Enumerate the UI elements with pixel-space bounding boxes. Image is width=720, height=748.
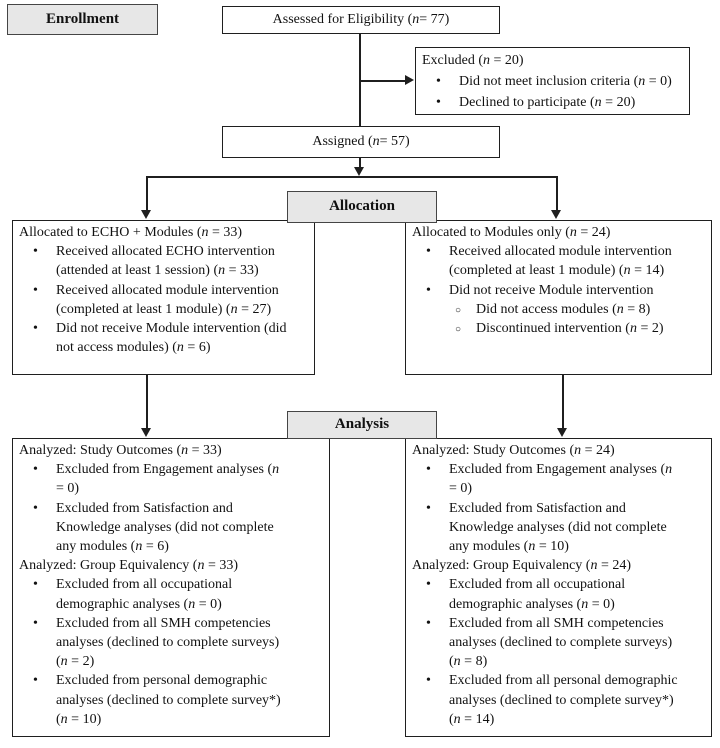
analysis-right-item: Excluded from Satisfaction and Knowledge… <box>411 499 707 557</box>
analysis-left-item: Excluded from all SMH competencies analy… <box>18 614 325 672</box>
allocation-left-item: Did not receive Module intervention (did… <box>18 319 310 357</box>
arrowhead-down-icon <box>354 167 364 176</box>
analysis-right-section-title: Analyzed: Group Equivalency (n = 24) <box>412 558 632 574</box>
analysis-left-box: Analyzed: Study Outcomes (n = 33) Exclud… <box>12 438 330 737</box>
analysis-right-item: Excluded from Engagement analyses (n = 0… <box>411 460 707 498</box>
allocation-left-title: Allocated to ECHO + Modules (n = 33) <box>19 225 243 240</box>
allocation-right-subitem: Discontinued intervention (n = 2) <box>411 319 707 339</box>
arrowhead-right-icon <box>405 75 414 85</box>
excluded-item: Declined to participate (n = 20) <box>421 92 685 113</box>
excluded-box: Excluded (n = 20) Did not meet inclusion… <box>415 47 690 115</box>
enrollment-stage-label: Enrollment <box>7 4 158 35</box>
analysis-left-item: Excluded from Satisfaction and Knowledge… <box>18 499 325 557</box>
analysis-right-item: Excluded from all personal demographic a… <box>411 671 707 729</box>
analysis-left-section-title: Analyzed: Study Outcomes (n = 33) <box>19 443 222 458</box>
analysis-stage-label: Analysis <box>287 411 437 439</box>
analysis-right-section-title: Analyzed: Study Outcomes (n = 24) <box>412 443 615 458</box>
allocation-stage-label: Allocation <box>287 191 437 223</box>
allocation-right-subitem: Did not access modules (n = 8) <box>411 300 707 320</box>
analysis-left-section-title: Analyzed: Group Equivalency (n = 33) <box>19 558 239 574</box>
connector-branch-horizontal <box>146 176 558 178</box>
arrowhead-down-icon <box>557 428 567 437</box>
allocation-right-item: Received allocated module intervention (… <box>411 242 707 280</box>
connector-left-to-analysis <box>146 375 148 430</box>
assigned-box: Assigned (n = 57) <box>222 126 500 158</box>
excluded-title: Excluded (n = 20) <box>422 53 524 68</box>
allocated-echo-modules-box: Allocated to ECHO + Modules (n = 33) Rec… <box>12 220 315 375</box>
arrowhead-down-icon <box>551 210 561 219</box>
arrowhead-down-icon <box>141 210 151 219</box>
allocation-right-item: Did not receive Module intervention <box>411 281 707 300</box>
connector-to-excluded <box>360 80 406 82</box>
assessed-for-eligibility-box: Assessed for Eligibility (n = 77) <box>222 6 500 34</box>
allocation-right-title: Allocated to Modules only (n = 24) <box>412 225 611 240</box>
allocated-modules-only-box: Allocated to Modules only (n = 24) Recei… <box>405 220 712 375</box>
arrowhead-down-icon <box>141 428 151 437</box>
analysis-right-item: Excluded from all occupational demograph… <box>411 575 707 613</box>
allocation-left-item: Received allocated module intervention (… <box>18 281 310 319</box>
connector-branch-right-down <box>556 176 558 212</box>
analysis-left-item: Excluded from personal demographic analy… <box>18 671 325 729</box>
analysis-left-item: Excluded from all occupational demograph… <box>18 575 325 613</box>
analysis-right-item: Excluded from all SMH competencies analy… <box>411 614 707 672</box>
connector-assigned-down <box>359 158 361 169</box>
connector-right-to-analysis <box>562 375 564 430</box>
connector-assessed-to-assigned <box>359 34 361 127</box>
excluded-item: Did not meet inclusion criteria (n = 0) <box>421 71 685 92</box>
allocation-left-item: Received allocated ECHO intervention (at… <box>18 242 310 280</box>
connector-branch-left-down <box>146 176 148 212</box>
analysis-right-box: Analyzed: Study Outcomes (n = 24) Exclud… <box>405 438 712 737</box>
analysis-left-item: Excluded from Engagement analyses (n = 0… <box>18 460 325 498</box>
